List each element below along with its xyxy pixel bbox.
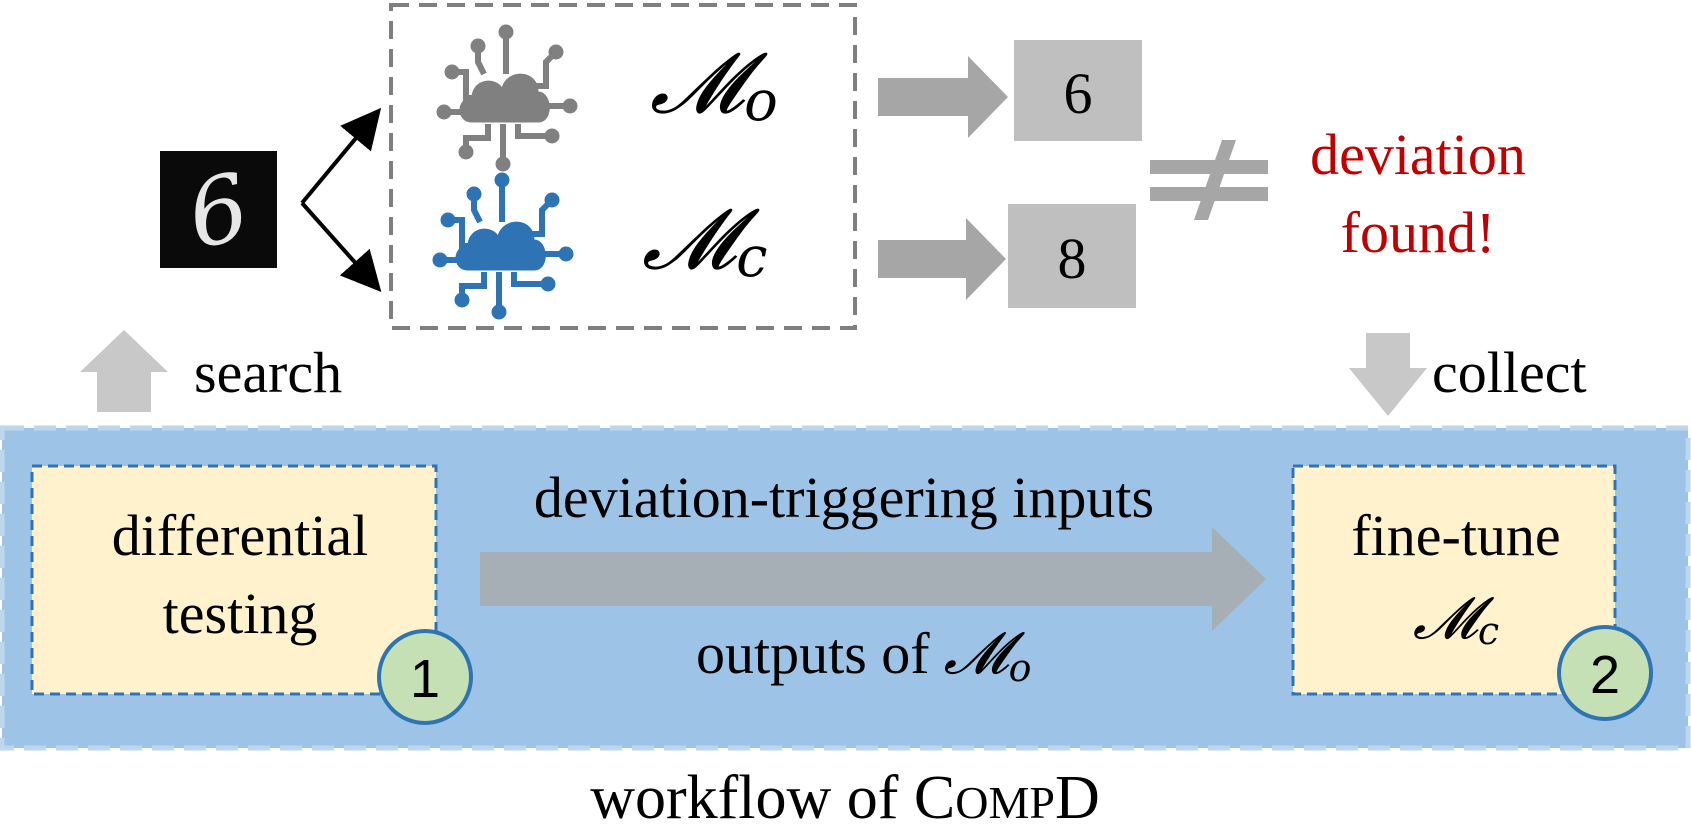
- step1-number-badge: [377, 629, 473, 725]
- step1-line2: testing: [163, 581, 318, 646]
- input-digit-image: 6: [160, 151, 277, 270]
- arrow-top-label: deviation-triggering inputs: [534, 465, 1154, 530]
- diagram-caption: workflow of COMPD: [590, 764, 1100, 832]
- collect-down-arrow: [1349, 333, 1427, 416]
- original-model-cloud-icon: [437, 25, 577, 171]
- branch-arrows: [300, 107, 382, 292]
- original-model-label: 𝓜o: [650, 34, 778, 134]
- original-output-value: 6: [1064, 61, 1093, 126]
- compressed-model-label: 𝓜c: [642, 190, 767, 290]
- compressed-model-cloud-icon: [433, 173, 573, 319]
- search-label: search: [194, 340, 342, 405]
- compressed-output-value: 8: [1058, 226, 1087, 291]
- step1-number: 1: [410, 649, 440, 709]
- search-up-arrow: [80, 330, 168, 412]
- step2-line1: fine-tune: [1351, 503, 1560, 568]
- workflow-main-arrow: [480, 527, 1266, 631]
- deviation-found-line2: found!: [1341, 200, 1496, 265]
- differential-testing-box: [30, 464, 438, 696]
- step2-number: 2: [1590, 645, 1620, 705]
- step2-number-badge: [1557, 625, 1653, 721]
- compressed-output-box: [1008, 204, 1136, 308]
- compressed-output-arrow: [878, 218, 1006, 300]
- original-output-box: [1014, 40, 1142, 141]
- not-equal-icon: [1150, 140, 1268, 220]
- collect-label: collect: [1432, 340, 1587, 405]
- deviation-found-line1: deviation: [1310, 122, 1526, 187]
- models-dashed-box: [389, 3, 857, 330]
- original-output-arrow: [878, 56, 1008, 138]
- step1-line1: differential: [112, 503, 369, 568]
